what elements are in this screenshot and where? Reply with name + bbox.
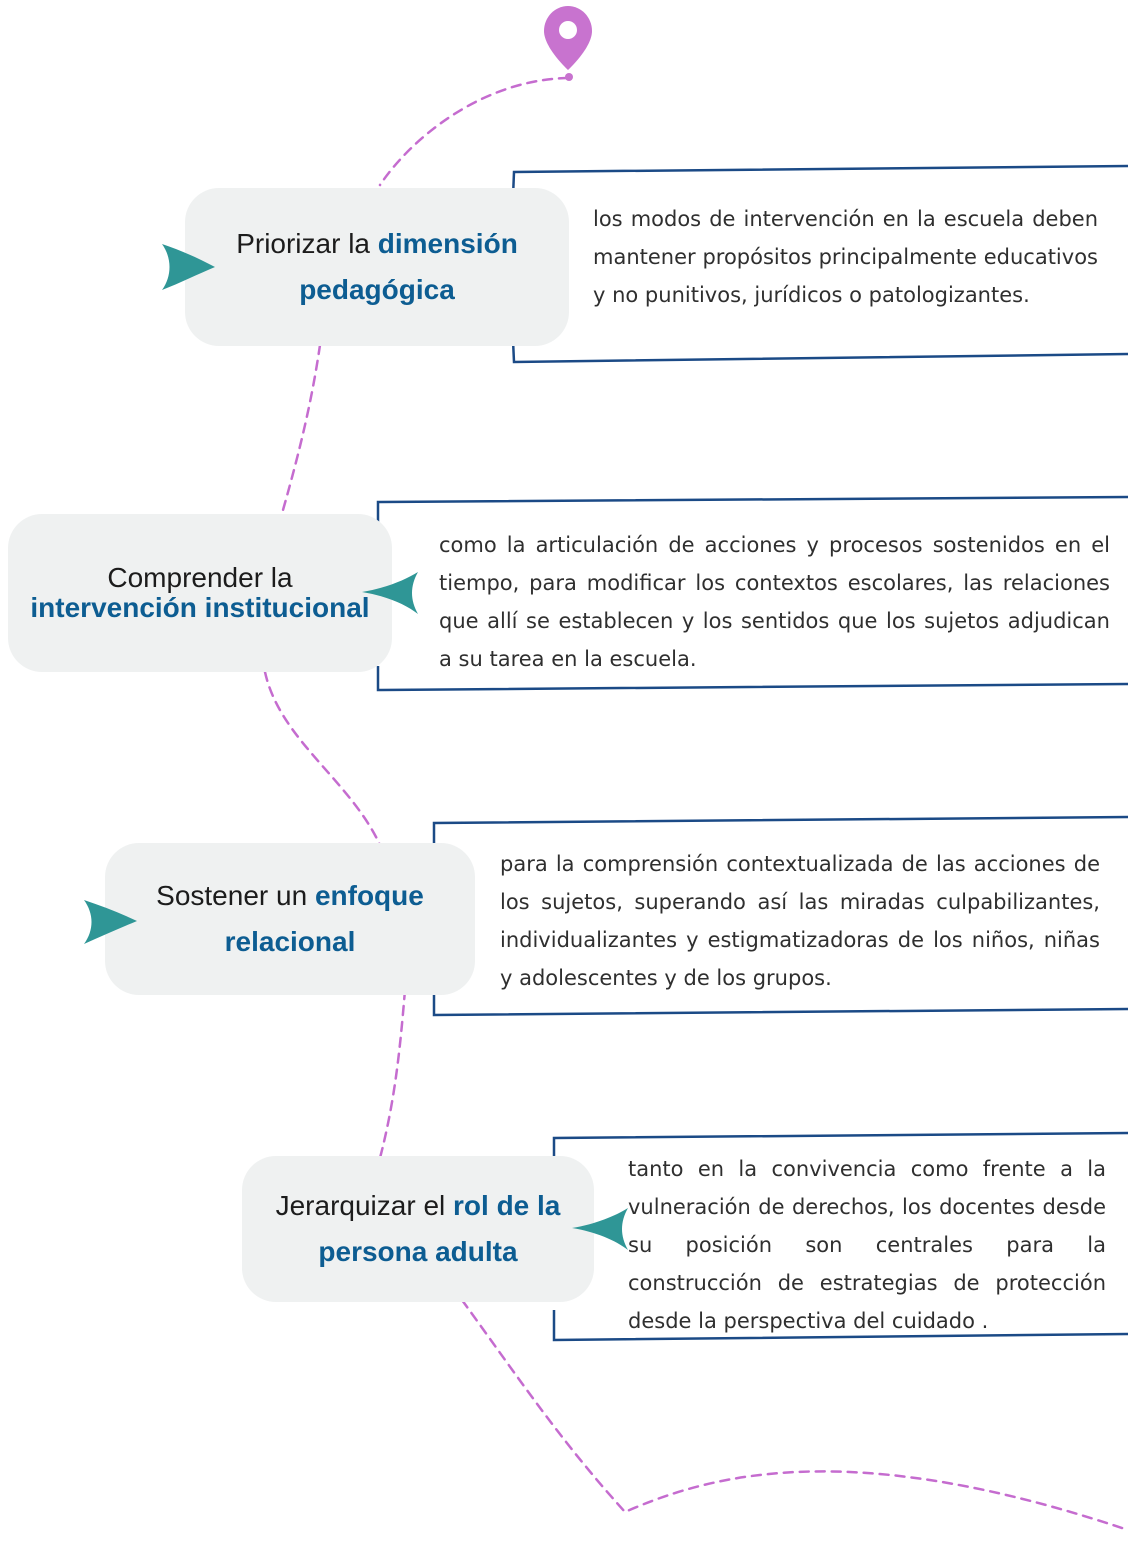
pointer-arrow-icon — [572, 1208, 628, 1250]
description-frame — [432, 815, 1129, 1017]
step-title-priorizar: Priorizar la dimensión pedagógica — [185, 188, 569, 346]
pointer-arrow-icon — [162, 244, 215, 290]
description-text: tanto en la convivencia como frente a la… — [628, 1157, 1106, 1333]
description-text: los modos de intervención en la escuela … — [593, 207, 1098, 307]
description-text: como la articulación de acciones y proce… — [439, 533, 1110, 671]
description-text: para la comprensión contextualizada de l… — [500, 852, 1100, 990]
description-frame — [376, 495, 1129, 692]
pointer-arrow-icon — [84, 900, 137, 944]
map-pin-icon — [544, 6, 592, 81]
pointer-arrow-icon — [362, 572, 418, 614]
description-frame — [552, 1131, 1129, 1342]
step-title-jerarquizar: Jerarquizar el rol de la persona adulta — [242, 1156, 594, 1302]
step-title-sostener: Sostener un enfoque relacional — [105, 843, 475, 995]
